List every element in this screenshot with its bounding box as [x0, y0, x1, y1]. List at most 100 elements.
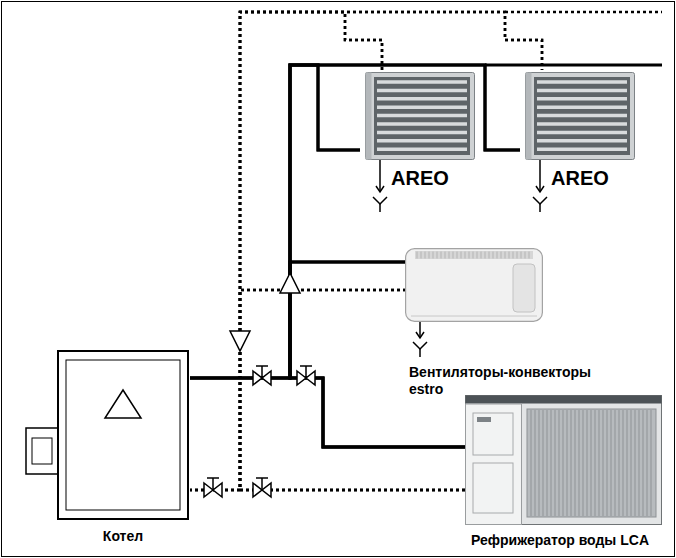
chiller-coil-fin — [591, 410, 592, 516]
drain-funnel-stem — [539, 204, 541, 212]
chiller-coil-fin — [643, 410, 644, 516]
pipe-group — [190, 12, 542, 490]
fan-coil-cabinet — [406, 249, 543, 322]
valve-symbol — [253, 366, 271, 385]
valve-body — [204, 483, 222, 497]
label-area: Рефрижератор воды LCA — [455, 532, 665, 549]
drain-symbol — [413, 322, 427, 357]
heater-louver — [537, 97, 627, 101]
chiller-coil-fin — [551, 410, 552, 516]
return-pipe — [190, 12, 382, 490]
chiller-coil-fin — [579, 410, 580, 516]
fan-coil-grille-slot — [513, 252, 514, 259]
boiler-body — [58, 351, 188, 519]
heater-grille — [374, 77, 470, 155]
drain-arrow — [376, 186, 384, 192]
equipment-label: Котел — [58, 528, 188, 545]
heater-louver — [377, 139, 467, 143]
fan-coil-grille-slot — [489, 252, 490, 259]
drain-arrow — [416, 332, 424, 338]
drain-symbol — [533, 160, 547, 212]
heater-louver — [377, 122, 467, 126]
chiller-coil-fin — [575, 410, 576, 516]
unit-heater: AREO — [520, 70, 640, 192]
heater-louver — [537, 122, 627, 126]
burner-face — [32, 438, 52, 464]
valve-handle — [256, 365, 268, 367]
chiller-coil-fin — [627, 410, 628, 516]
chiller-coil-fin — [571, 410, 572, 516]
unit-heater-picture — [525, 72, 635, 160]
fan-coil-grille-slot — [529, 252, 530, 259]
chiller-coil-fin — [635, 410, 636, 516]
boiler: Котел — [25, 345, 190, 547]
heater-louver — [377, 114, 467, 118]
chiller-coil-fin — [631, 410, 632, 516]
chiller-coil-fin — [583, 410, 584, 516]
valve-stem — [261, 478, 263, 490]
heater-louver — [537, 139, 627, 143]
fan-coil-grille — [415, 251, 533, 259]
fan-coil-unit-picture — [405, 248, 543, 322]
drain-line — [539, 160, 541, 192]
heater-side — [366, 73, 372, 160]
equipment-label: Рефрижератор воды LCA — [455, 532, 665, 549]
valve-symbol — [253, 478, 271, 497]
fan-coil-grille-slot — [429, 252, 430, 259]
valve-symbol — [297, 366, 315, 385]
valve-stem — [212, 478, 214, 490]
supply-pipe — [190, 262, 405, 378]
fan-coil-grille-slot — [481, 252, 482, 259]
chiller-access-panel — [473, 463, 513, 513]
fan-coil-grille-slot — [441, 252, 442, 259]
chiller-coil-fin — [595, 410, 596, 516]
chiller-control-section — [466, 404, 522, 525]
chiller-logo — [477, 417, 491, 422]
boiler-triangle-mark — [105, 390, 141, 418]
heater-louver — [537, 89, 627, 93]
burner — [26, 428, 58, 474]
fan-coil-side-panel — [513, 264, 535, 312]
fan-coil-grille-slot — [493, 252, 494, 259]
chiller-coil-fin — [611, 410, 612, 516]
return-pipe — [190, 12, 542, 490]
valve-handle — [300, 365, 312, 367]
chiller-coil-fin — [607, 410, 608, 516]
heater-louver — [537, 131, 627, 135]
label-area: AREO — [520, 166, 640, 190]
fan-coil-grille-slot — [473, 252, 474, 259]
boiler-panel — [66, 360, 180, 510]
valve-handle — [207, 477, 219, 479]
supply-pipe-stub — [485, 64, 662, 67]
fan-coil-grille-slot — [461, 252, 462, 259]
valve-body — [297, 371, 315, 385]
drain-symbol — [373, 160, 387, 212]
chiller-access-panel — [473, 413, 513, 455]
fan-coil-grille-slot — [525, 252, 526, 259]
heater-louver — [377, 147, 467, 151]
fan-coil-grille-slot — [517, 252, 518, 259]
return-pipe — [190, 290, 405, 490]
chiller-coil-fin — [615, 410, 616, 516]
label-area: Котел — [58, 528, 188, 545]
fan-coil-grille-slot — [425, 252, 426, 259]
flow-direction-triangle — [230, 331, 250, 351]
equipment-label: Вентиляторы-конвекторы estro — [409, 364, 614, 398]
unit-heater: AREO — [360, 70, 480, 192]
fan-coil-grille-slot — [437, 252, 438, 259]
supply-pipe — [290, 65, 520, 447]
heater-louver — [377, 97, 467, 101]
chiller-coil-fin — [623, 410, 624, 516]
flow-direction-triangle — [280, 273, 300, 293]
heater-louver — [377, 89, 467, 93]
chiller-coil-fin — [547, 410, 548, 516]
fan-coil-grille-slot — [505, 252, 506, 259]
equipment-label: AREO — [520, 166, 640, 190]
equipment-label: AREO — [360, 166, 480, 190]
chiller-coil-fin — [651, 410, 652, 516]
chiller-coil-fin — [539, 410, 540, 516]
chiller-coil-fin — [647, 410, 648, 516]
water-chiller-picture — [465, 395, 662, 525]
label-area: Вентиляторы-конвекторы estro — [409, 364, 614, 398]
